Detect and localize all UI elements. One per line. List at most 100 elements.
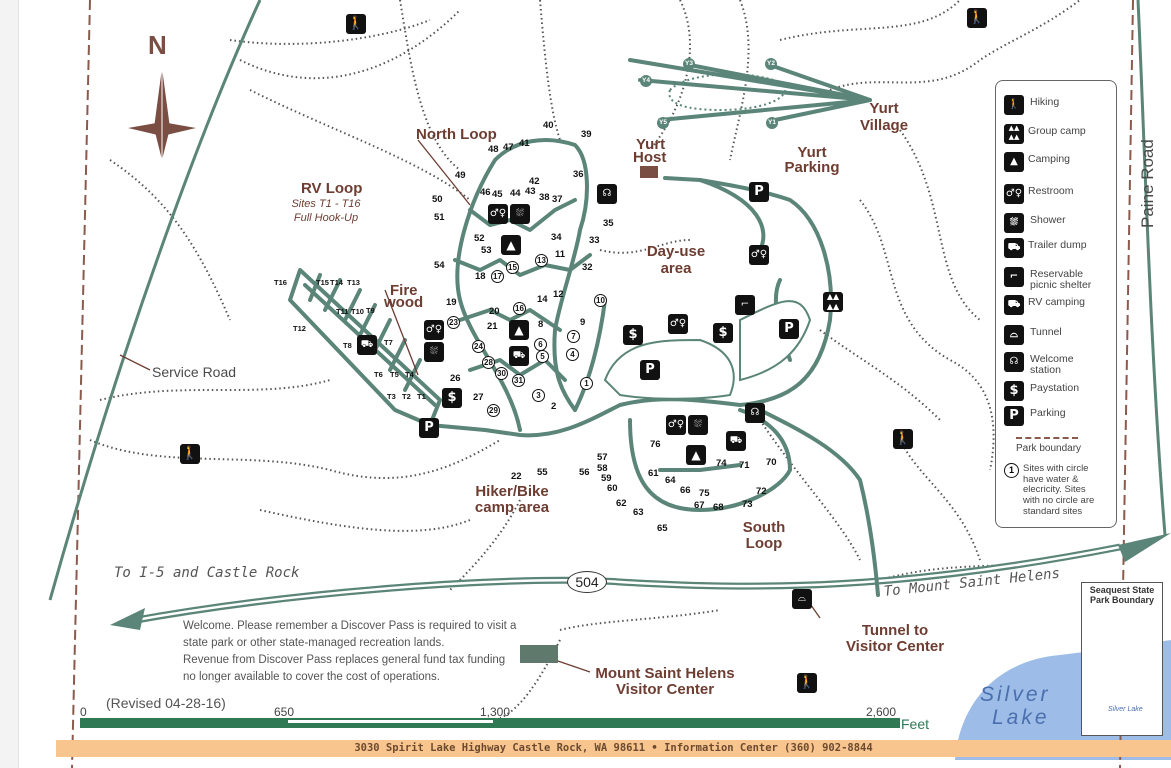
note-line: Welcome. Please remember a Discover Pass…	[183, 620, 517, 632]
park-boundary-east	[1119, 0, 1134, 768]
north-loop-label: North Loop	[416, 126, 497, 143]
campsite-label: 14	[537, 294, 548, 305]
restroom-icon[interactable]: ♂♀	[668, 314, 688, 334]
campsite-label: 19	[446, 297, 457, 308]
welcome-station-icon[interactable]: ☊	[745, 403, 765, 423]
paystation-icon: $	[1004, 381, 1024, 401]
boundary-swatch	[1016, 437, 1078, 439]
campsite-label: 26	[450, 373, 461, 384]
msh-visitor-label-1: Mount Saint Helens	[595, 665, 735, 682]
campsite-label: 11	[555, 249, 566, 260]
highway-504-shield: 504	[567, 571, 607, 593]
restroom-icon[interactable]: ♂♀	[424, 320, 444, 340]
rv-site-label: T8	[343, 341, 352, 350]
scale-label: 2,600	[866, 705, 897, 719]
campsite-label: 65	[657, 523, 668, 534]
campsite-label: 55	[537, 467, 548, 478]
yurt-host-building	[640, 166, 658, 178]
campsite-label: 54	[434, 260, 445, 271]
yurt-site-label: Y4	[640, 75, 652, 87]
page-edge	[0, 0, 19, 768]
paystation-icon[interactable]: $	[713, 323, 733, 343]
paystation-icon[interactable]: $	[623, 325, 643, 345]
footer-bar: 3030 Spirit Lake Highway Castle Rock, WA…	[56, 740, 1171, 757]
hiking-icon[interactable]: 🚶	[893, 429, 913, 449]
to-i5-label: To I-5 and Castle Rock	[114, 565, 300, 581]
day-use-lot	[603, 338, 735, 400]
campsite-hookup-label: 17	[491, 270, 504, 283]
welcome-station-icon: ☊	[1004, 352, 1024, 372]
revised-date: (Revised 04-28-16)	[106, 695, 226, 711]
silver-lake-label-2: Lake	[992, 706, 1050, 729]
campsite-label: 41	[519, 138, 530, 149]
campsite-label: 44	[510, 188, 521, 199]
camping-icon[interactable]: ▲	[686, 445, 706, 465]
group-camp-icon[interactable]: ▲▲▲▲	[823, 292, 843, 312]
campsite-label: 39	[581, 129, 592, 140]
picnic-shelter-icon[interactable]: ⌐	[735, 295, 755, 315]
campsite-label: 18	[475, 271, 486, 282]
yurt-host-label-2: Host	[633, 149, 667, 166]
campsite-label: 22	[511, 471, 522, 482]
campground-roads	[288, 58, 880, 597]
restroom-icon[interactable]: ♂♀	[666, 415, 686, 435]
yurt-village-label-1: Yurt	[869, 100, 899, 117]
hiking-icon[interactable]: 🚶	[797, 673, 817, 693]
legend-boundary: Park boundary	[1016, 443, 1082, 454]
note-line: state park or other state-managed recrea…	[183, 637, 445, 649]
rv-hookup-label: Full Hook-Up	[293, 212, 359, 224]
shower-icon[interactable]: ⛆	[424, 342, 444, 362]
tunnel-label-2: Visitor Center	[845, 638, 945, 655]
tunnel-icon[interactable]: ⌓	[792, 589, 812, 609]
campsite-label: 43	[525, 186, 536, 197]
campsite-label: 67	[694, 500, 705, 511]
tunnel-label-1: Tunnel to	[861, 622, 929, 639]
trailer-dump-icon[interactable]: ⛟	[726, 431, 746, 451]
rv-site-label: T6	[374, 370, 383, 379]
campsite-label: 20	[489, 306, 500, 317]
campsite-label: 46	[480, 187, 491, 198]
rv-camping-icon: ⛟	[1004, 295, 1024, 315]
campsite-label: 32	[582, 262, 593, 273]
hiking-trails	[89, 0, 1081, 719]
note-line: no longer available to cover the cost of…	[183, 671, 440, 683]
parking-icon[interactable]: P	[640, 360, 660, 380]
shower-icon[interactable]: ⛆	[688, 415, 708, 435]
campsite-label: 56	[579, 467, 590, 478]
campsite-hookup-label: 5	[536, 350, 549, 363]
restroom-icon[interactable]: ♂♀	[749, 245, 769, 265]
yurt-host-label-1: Yurt	[636, 136, 666, 153]
park-boundary-west	[71, 0, 91, 768]
campsite-hookup-label: 28	[482, 356, 495, 369]
campsite-label: 49	[455, 170, 466, 181]
camping-icon[interactable]: ▲	[509, 320, 529, 340]
rv-camping-icon[interactable]: ⛟	[357, 335, 377, 355]
camping-icon[interactable]: ▲	[501, 235, 521, 255]
welcome-station-icon[interactable]: ☊	[597, 184, 617, 204]
campsite-label: 53	[481, 245, 492, 256]
hiking-icon[interactable]: 🚶	[346, 14, 366, 34]
hiker-camp-label-1: Hiker/Bike	[475, 483, 549, 500]
day-use-label-1: Day-use	[646, 243, 706, 260]
campsite-label: 63	[633, 507, 644, 518]
yurt-site-label: Y5	[657, 117, 669, 129]
campsite-label: 9	[580, 317, 586, 328]
restroom-icon[interactable]: ♂♀	[488, 204, 508, 224]
paystation-icon[interactable]: $	[442, 388, 462, 408]
parking-icon[interactable]: P	[779, 319, 799, 339]
circle-sample: 1	[1004, 463, 1019, 478]
parking-icon[interactable]: P	[749, 182, 769, 202]
picnic-shelter-icon: ⌐	[1004, 267, 1024, 287]
campsite-label: 61	[648, 468, 659, 479]
campsite-label: 57	[597, 452, 608, 463]
rv-camping-icon[interactable]: ⛟	[509, 346, 529, 366]
parking-icon[interactable]: P	[419, 418, 439, 438]
service-road-label: Service Road	[152, 364, 237, 380]
shower-icon[interactable]: ⛆	[510, 204, 530, 224]
hiking-icon[interactable]: 🚶	[967, 8, 987, 28]
trailer-dump-icon: ⛟	[1004, 238, 1024, 258]
yurt-parking-label-1: Yurt	[797, 144, 827, 161]
hiking-icon[interactable]: 🚶	[180, 444, 200, 464]
rv-site-label: T13	[347, 278, 360, 287]
paine-road-line	[1136, 0, 1167, 536]
